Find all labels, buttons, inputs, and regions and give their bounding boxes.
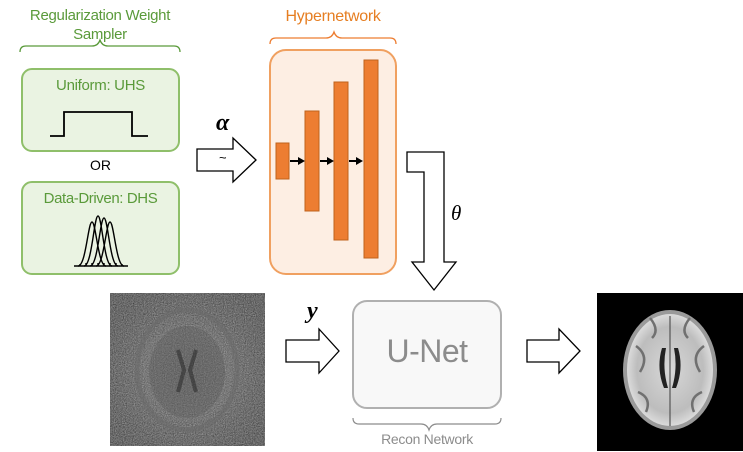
y-symbol: y	[307, 298, 318, 324]
hypernet-layer-4	[363, 59, 379, 259]
output-arrow	[526, 327, 581, 375]
gaussian-distribution-icon	[74, 215, 128, 267]
hypernet-layer-3	[333, 81, 349, 241]
theta-symbol: θ	[451, 201, 462, 225]
datadriven-label: Data-Driven: DHS	[43, 190, 158, 207]
y-arrow	[285, 327, 340, 375]
alpha-arrow	[196, 136, 257, 184]
hypernetwork-brace	[269, 29, 397, 45]
hypernet-layer-1	[275, 142, 290, 180]
uniform-box	[21, 68, 180, 152]
hypernet-connection-arrows	[290, 157, 363, 165]
uniform-label: Uniform: UHS	[56, 77, 145, 94]
sampler-title-line1: Regularization Weight	[29, 7, 171, 24]
unet-label: U-Net	[386, 333, 468, 369]
recon-network-brace	[352, 417, 502, 432]
hypernetwork-title: Hypernetwork	[285, 8, 381, 25]
or-label: OR	[90, 157, 111, 173]
alpha-symbol: α	[216, 110, 230, 136]
hypernet-layer-2	[304, 110, 320, 212]
uniform-distribution-icon	[50, 111, 148, 137]
sampler-brace	[19, 37, 181, 53]
reconstructed-output-image	[597, 293, 743, 451]
tilde-symbol: ~	[219, 150, 227, 165]
sampler-title-line2: Sampler	[73, 26, 127, 43]
unet-box	[352, 300, 502, 409]
undersampled-input-image	[110, 293, 265, 446]
theta-arrow	[406, 151, 458, 292]
recon-network-caption: Recon Network	[381, 431, 473, 447]
